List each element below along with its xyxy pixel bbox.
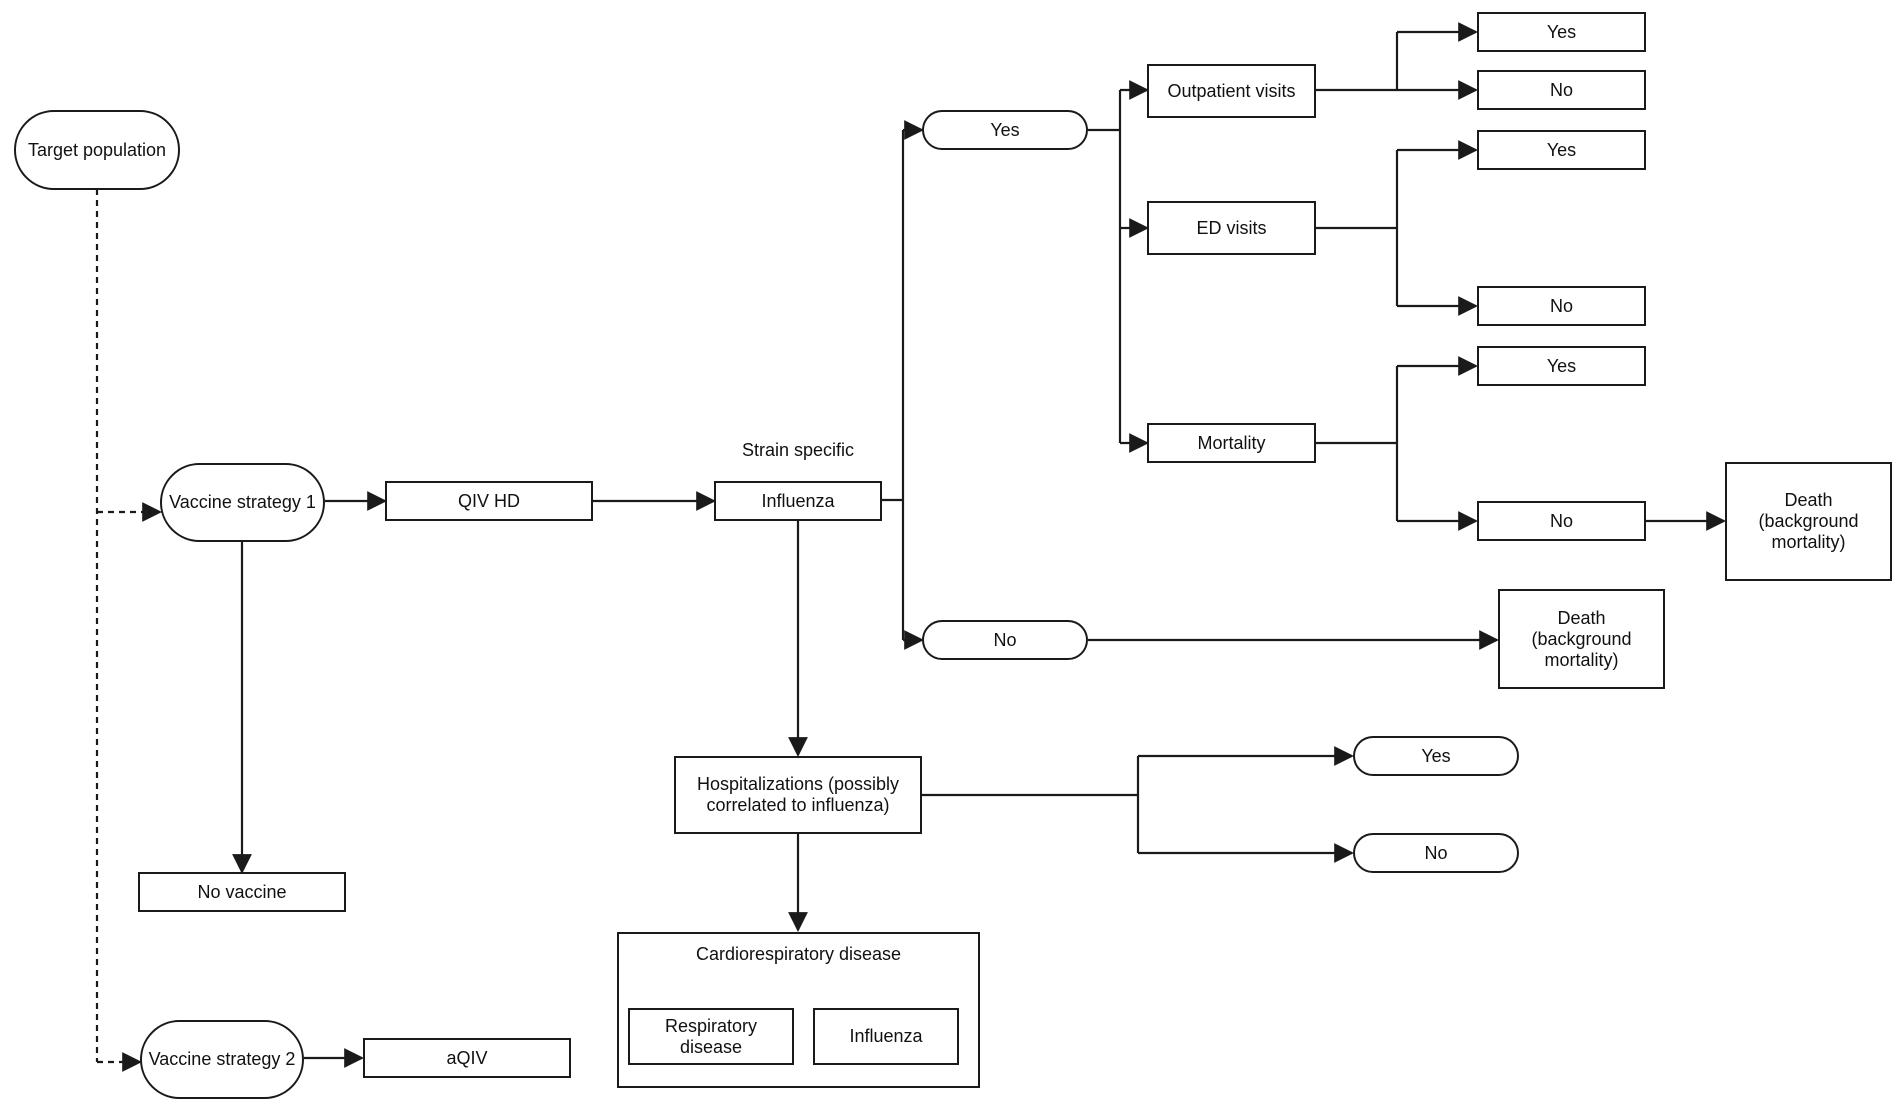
cardio-influenza-node: Influenza [813,1008,959,1065]
outpatient-visits-node: Outpatient visits [1147,64,1316,118]
target-population-node: Target population [14,110,180,190]
ed-yes-node: Yes [1477,130,1646,170]
death-background-node-1: Death (background mortality) [1725,462,1892,581]
no-vaccine-node: No vaccine [138,872,346,912]
outpatient-no-node: No [1477,70,1646,110]
mortality-yes-node: Yes [1477,346,1646,386]
outpatient-yes-node: Yes [1477,12,1646,52]
ed-no-node: No [1477,286,1646,326]
mortality-no-node: No [1477,501,1646,541]
vaccine-strategy-1-node: Vaccine strategy 1 [160,463,325,542]
death-background-node-2: Death (background mortality) [1498,589,1665,689]
qiv-hd-node: QIV HD [385,481,593,521]
respiratory-disease-node: Respiratory disease [628,1008,794,1065]
influenza-node: Influenza [714,481,882,521]
strain-specific-label: Strain specific [741,440,855,460]
yes-influenza-node: Yes [922,110,1088,150]
cardiorespiratory-disease-label: Cardiorespiratory disease [695,944,902,964]
hospitalizations-node: Hospitalizations (possibly correlated to… [674,756,922,834]
hosp-yes-node: Yes [1353,736,1519,776]
aqiv-node: aQIV [363,1038,571,1078]
ed-visits-node: ED visits [1147,201,1316,255]
mortality-node: Mortality [1147,423,1316,463]
hosp-no-node: No [1353,833,1519,873]
vaccine-strategy-2-node: Vaccine strategy 2 [140,1020,304,1099]
no-influenza-node: No [922,620,1088,660]
